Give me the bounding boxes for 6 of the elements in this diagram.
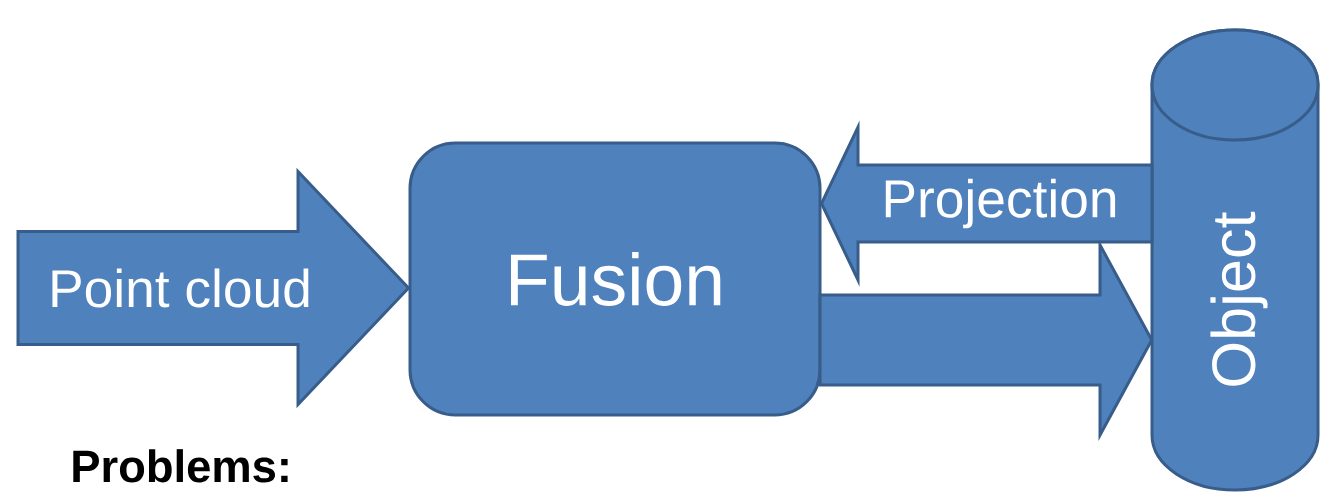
block-arrow: [818, 239, 1154, 441]
edge-label: Point cloud: [46, 267, 314, 309]
heading: Problems:: [73, 449, 288, 483]
edge-label: Projection: [880, 177, 1120, 230]
cylinder: Object: [1150, 28, 1320, 492]
process-box: Fusion: [408, 141, 822, 417]
